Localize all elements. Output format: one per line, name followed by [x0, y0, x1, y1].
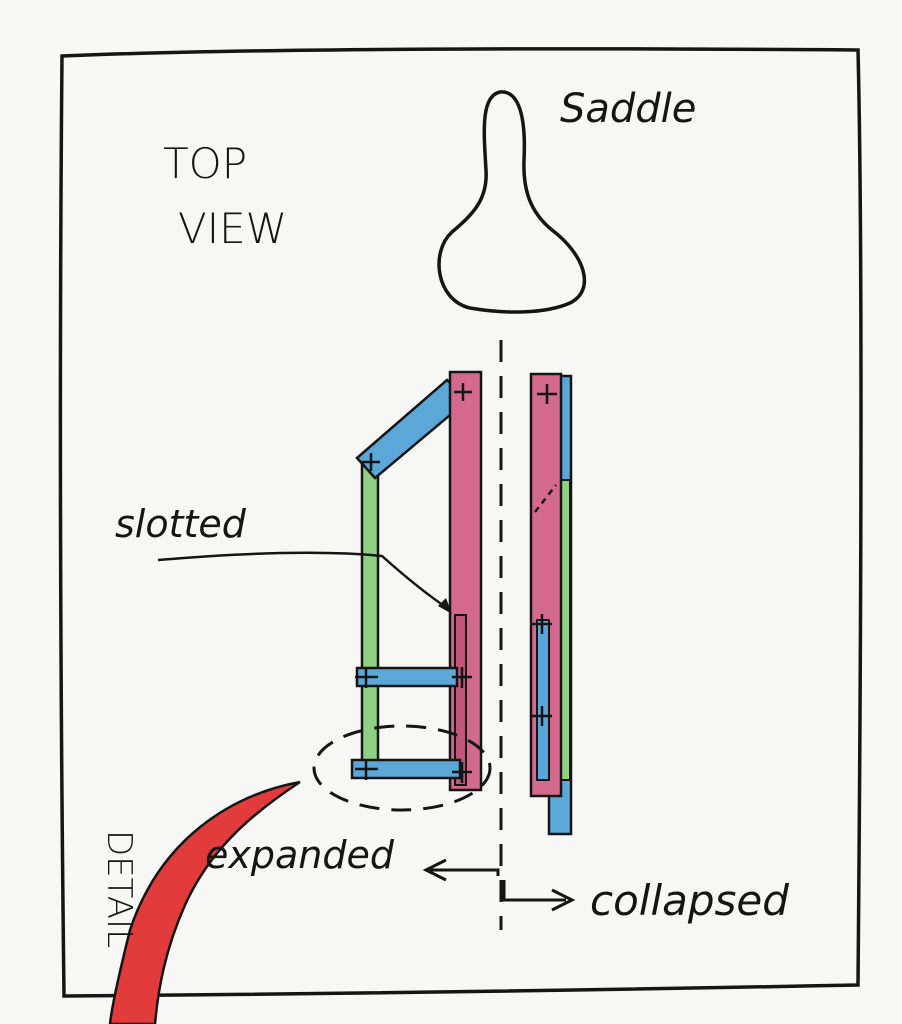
- expanded-label: expanded: [205, 833, 395, 877]
- slot-expanded: [454, 614, 467, 786]
- slotted-arrowhead: [438, 598, 452, 614]
- direction-arrows: [422, 858, 576, 912]
- collapsed-label: collapsed: [590, 876, 789, 925]
- collapsed-arrow-line: [502, 880, 566, 902]
- pivot-marks-expanded: [355, 383, 472, 783]
- saddle-label: Saddle: [560, 86, 696, 132]
- detail-ellipse: [312, 724, 492, 812]
- collapsed-frame: [529, 372, 573, 836]
- slot-collapsed: [536, 619, 550, 781]
- expanded-arrowhead: [422, 858, 447, 882]
- saddle-outline: [437, 90, 587, 314]
- frame-border: [58, 47, 863, 998]
- blue-crossbar-lower: [350, 758, 462, 780]
- top-view-label-line1: TOP: [163, 139, 247, 188]
- pivot-marks-collapsed: [531, 384, 557, 726]
- expanded-arrow-line: [430, 868, 500, 876]
- top-view-label-line2: VIEW: [178, 204, 287, 253]
- slotted-label: slotted: [115, 502, 247, 546]
- expanded-frame: [350, 370, 483, 792]
- collapsed-arrowhead: [551, 888, 576, 912]
- slotted-leader-line: [157, 551, 451, 612]
- hidden-arm-dashed: [534, 484, 557, 513]
- detail-label: DETAIL: [99, 830, 139, 948]
- detail-callout-red: [108, 780, 301, 1024]
